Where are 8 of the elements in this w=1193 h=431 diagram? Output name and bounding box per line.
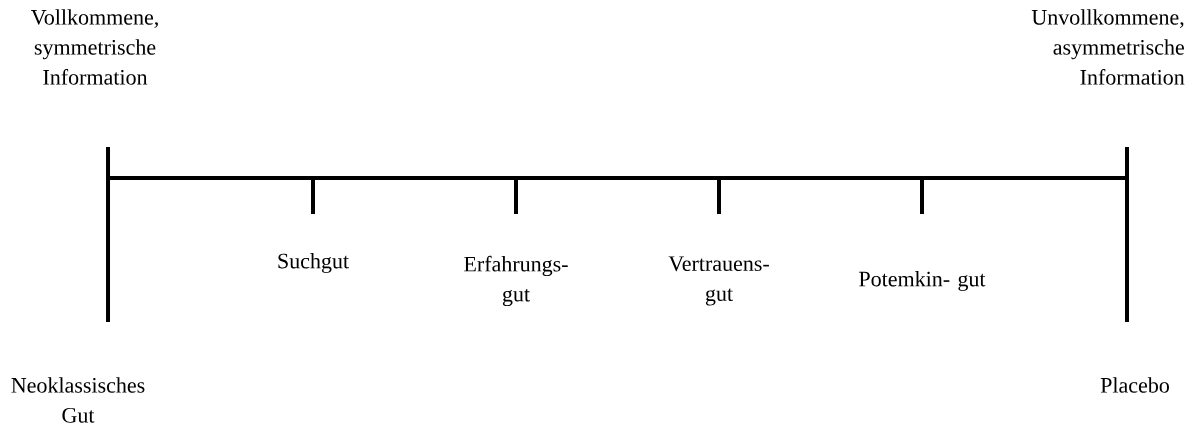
scale-label: Erfahrungs- gut — [464, 255, 568, 307]
scale-label: Placebo — [1100, 377, 1169, 393]
scale-label: Potemkin- gut — [859, 271, 986, 291]
scale-label: Vollkommene, symmetrische Information — [31, 9, 158, 85]
scale-label: Vertrauens- gut — [668, 256, 769, 306]
scale-label: Suchgut — [278, 253, 349, 273]
scale-label: Neoklassisches Gut — [11, 377, 145, 423]
scale-label: Unvollkommene, asymmetrische Information — [1031, 9, 1185, 85]
